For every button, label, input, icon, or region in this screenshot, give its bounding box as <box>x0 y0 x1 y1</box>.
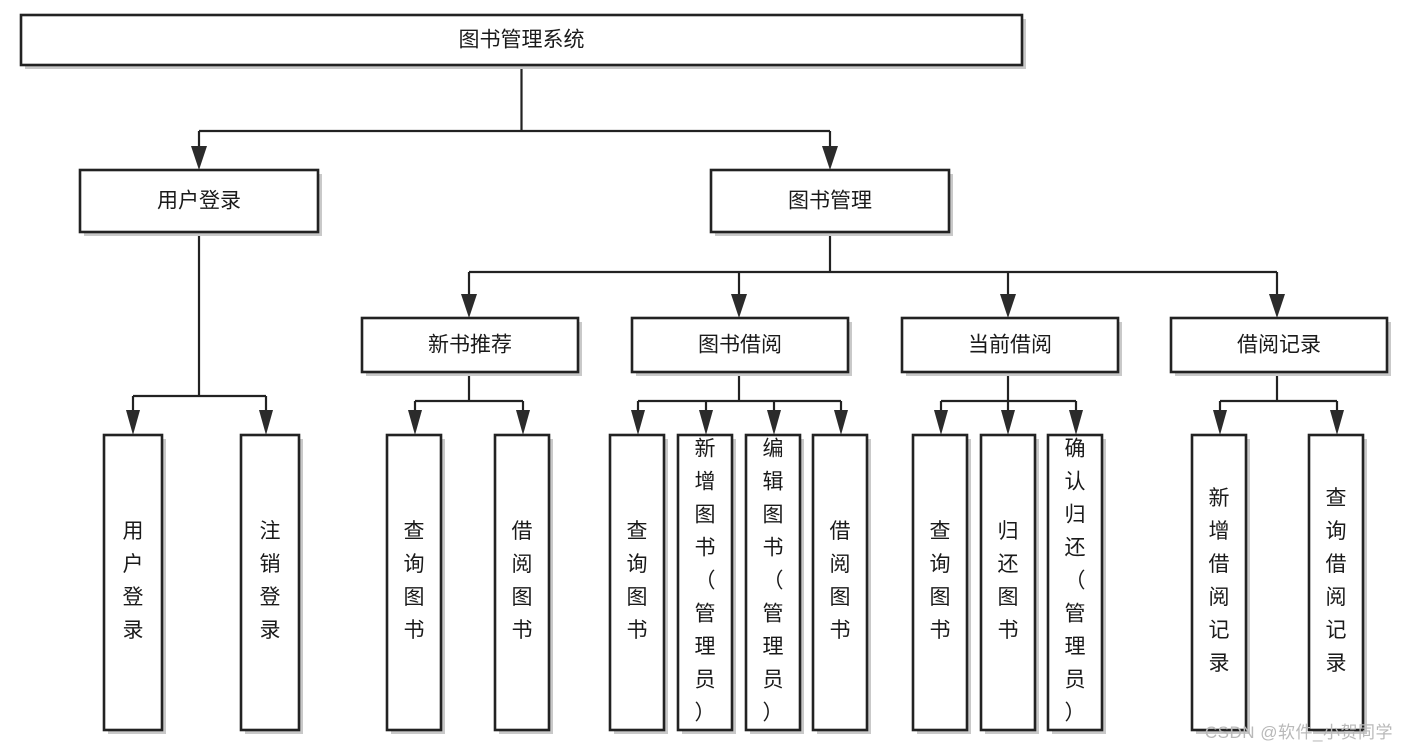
node-borrow-record[interactable]: 借阅记录 <box>1169 316 1391 376</box>
leaf-confirm-return-box <box>1046 433 1104 732</box>
arrowhead-leaf-query-book-3 <box>934 410 948 435</box>
leaf-add-record-label: 新增借阅记录 <box>1209 487 1230 675</box>
leaf-borrow-book-2-label: 借阅图书 <box>830 520 851 642</box>
node-root[interactable]: 图书管理系统 <box>19 13 1026 69</box>
arrowhead-leaf-user-login <box>126 410 140 435</box>
leaf-user-login-label: 用户登录 <box>123 520 144 642</box>
arrowhead-leaf-query-record <box>1330 410 1344 435</box>
leaf-query-book-2-box <box>608 433 666 732</box>
leaf-borrow-book-1-label: 借阅图书 <box>512 520 533 642</box>
leaf-query-record-box <box>1307 433 1365 732</box>
node-leaf-logout[interactable]: 注销登录 <box>239 433 303 734</box>
arrowhead-user-login <box>191 146 207 170</box>
leaves-layer: 用户登录 注销登录 查询图书 借阅图书 查询图书 <box>102 433 1367 734</box>
arrowhead-leaf-return-book <box>1001 410 1015 435</box>
node-leaf-borrow-book-2[interactable]: 借阅图书 <box>811 433 871 734</box>
book-borrow-label: 图书借阅 <box>698 334 782 357</box>
root-label: 图书管理系统 <box>459 29 585 52</box>
node-leaf-borrow-book-1[interactable]: 借阅图书 <box>493 433 553 734</box>
node-leaf-query-record[interactable]: 查询借阅记录 <box>1307 433 1367 734</box>
node-leaf-confirm-return[interactable]: 确认归还（管理员） <box>1046 433 1106 734</box>
node-leaf-return-book[interactable]: 归还图书 <box>979 433 1039 734</box>
arrowhead-leaf-add-book <box>699 410 713 435</box>
leaf-query-book-3-box <box>911 433 969 732</box>
root-box <box>19 13 1024 67</box>
arrowhead-new-book-recommend <box>461 294 477 318</box>
user-login-box <box>78 168 320 234</box>
arrowhead-leaf-confirm-return <box>1069 410 1083 435</box>
node-leaf-query-book-2[interactable]: 查询图书 <box>608 433 668 734</box>
arrowhead-leaf-edit-book <box>767 410 781 435</box>
node-current-borrow[interactable]: 当前借阅 <box>900 316 1122 376</box>
node-leaf-query-book-1[interactable]: 查询图书 <box>385 433 445 734</box>
book-manage-label: 图书管理 <box>788 190 872 213</box>
node-book-borrow[interactable]: 图书借阅 <box>630 316 852 376</box>
user-login-label: 用户登录 <box>157 190 241 213</box>
leaf-query-book-1-box <box>385 433 443 732</box>
leaf-borrow-book-1-box <box>493 433 551 732</box>
leaf-edit-book-box <box>744 433 802 732</box>
leaf-query-record-label: 查询借阅记录 <box>1326 487 1347 675</box>
node-book-manage[interactable]: 图书管理 <box>709 168 953 236</box>
node-leaf-user-login[interactable]: 用户登录 <box>102 433 166 734</box>
edges-layer <box>126 65 1344 435</box>
leaf-return-book-label: 归还图书 <box>998 520 1019 642</box>
arrowhead-leaf-borrow-book-1 <box>516 410 530 435</box>
arrowhead-leaf-borrow-book-2 <box>834 410 848 435</box>
book-manage-box <box>709 168 951 234</box>
leaf-logout-label: 注销登录 <box>260 520 281 642</box>
csdn-watermark: CSDN @软件_小贺同学 <box>1204 723 1393 742</box>
book-borrow-box <box>630 316 850 374</box>
arrowhead-current-borrow <box>1000 294 1016 318</box>
leaf-add-book-label: 新增图书（管理员） <box>695 438 716 725</box>
leaf-query-book-2-label: 查询图书 <box>627 520 648 642</box>
arrowhead-leaf-query-book-2 <box>631 410 645 435</box>
leaf-return-book-box <box>979 433 1037 732</box>
leaf-query-book-1-label: 查询图书 <box>404 520 425 642</box>
arrowhead-leaf-query-book-1 <box>408 410 422 435</box>
leaf-add-record-box <box>1190 433 1248 732</box>
node-leaf-add-record[interactable]: 新增借阅记录 <box>1190 433 1250 734</box>
node-leaf-edit-book[interactable]: 编辑图书（管理员） <box>744 433 804 734</box>
new-book-recommend-label: 新书推荐 <box>428 334 512 357</box>
leaf-query-book-3-label: 查询图书 <box>930 520 951 642</box>
arrowhead-book-manage <box>822 146 838 170</box>
borrow-record-box <box>1169 316 1389 374</box>
current-borrow-label: 当前借阅 <box>968 334 1052 357</box>
arrowhead-leaf-logout <box>259 410 273 435</box>
leaf-logout-box <box>239 433 301 732</box>
leaf-confirm-return-label: 确认归还（管理员） <box>1065 438 1086 725</box>
leaf-add-book-box <box>676 433 734 732</box>
node-user-login[interactable]: 用户登录 <box>78 168 322 236</box>
leaf-borrow-book-2-box <box>811 433 869 732</box>
current-borrow-box <box>900 316 1120 374</box>
node-leaf-add-book[interactable]: 新增图书（管理员） <box>676 433 736 734</box>
leaf-edit-book-label: 编辑图书（管理员） <box>763 438 784 725</box>
node-leaf-query-book-3[interactable]: 查询图书 <box>911 433 971 734</box>
arrowhead-borrow-record <box>1269 294 1285 318</box>
leaf-user-login-box <box>102 433 164 732</box>
arrowhead-book-borrow <box>731 294 747 318</box>
arrowhead-leaf-add-record <box>1213 410 1227 435</box>
new-book-recommend-box <box>360 316 580 374</box>
node-new-book-recommend[interactable]: 新书推荐 <box>360 316 582 376</box>
borrow-record-label: 借阅记录 <box>1237 334 1321 357</box>
